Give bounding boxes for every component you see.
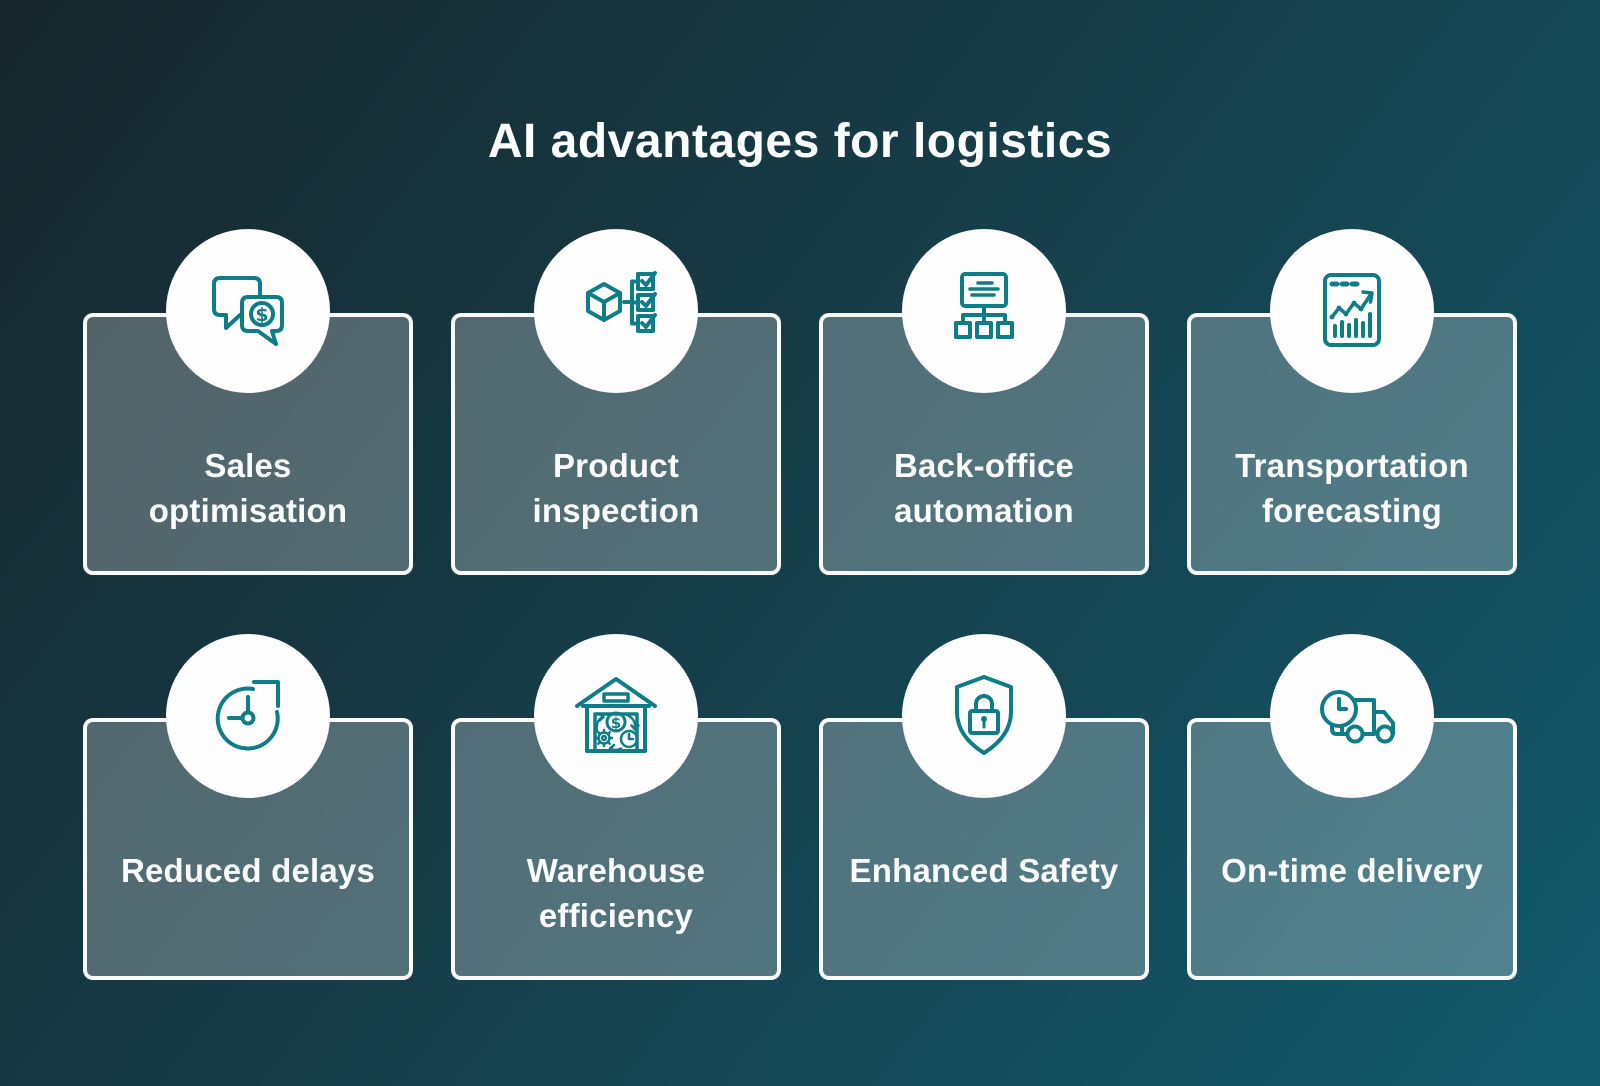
page-title: AI advantages for logistics: [487, 115, 1113, 169]
card-label: Transportation forecasting: [1191, 443, 1513, 533]
card-label-line: Reduced delays: [120, 852, 376, 889]
card-label: Warehouse efficiency: [455, 848, 777, 938]
icon-badge: $: [534, 634, 698, 798]
card-enhanced-safety: Enhanced Safety: [819, 634, 1149, 980]
icon-badge: [1270, 634, 1434, 798]
svg-text:$: $: [611, 714, 621, 732]
chart-browser-icon: [1323, 273, 1381, 347]
card-on-time-delivery: On-time delivery: [1187, 634, 1517, 980]
truck-clock-icon: [1320, 690, 1395, 744]
card-product-inspection: Product inspection: [451, 229, 781, 575]
card-sales-optimisation: $ Sales optimisation: [83, 229, 413, 575]
card-label-line: On-time delivery: [1221, 852, 1483, 889]
card-label: Reduced delays: [87, 848, 409, 893]
card-transportation-forecasting: Transportation forecasting: [1187, 229, 1517, 575]
card-label-line: efficiency: [538, 897, 694, 934]
shield-lock-icon: [955, 675, 1013, 755]
card-back-office-automation: Back-office automation: [819, 229, 1149, 575]
card-label-line: Transportation: [1235, 447, 1469, 484]
icon-badge: [166, 634, 330, 798]
card-label: On-time delivery: [1191, 848, 1513, 893]
card-label-line: optimisation: [148, 492, 348, 529]
icon-badge: [534, 229, 698, 393]
card-label-line: automation: [894, 492, 1074, 529]
card-label: Product inspection: [455, 443, 777, 533]
card-label-line: Warehouse: [526, 852, 706, 889]
card-label-line: Sales: [204, 447, 292, 484]
card-label: Sales optimisation: [87, 443, 409, 533]
icon-badge: [902, 634, 1066, 798]
card-label-line: forecasting: [1261, 492, 1443, 529]
icon-badge: $: [166, 229, 330, 393]
card-label-line: Product: [552, 447, 680, 484]
svg-text:$: $: [255, 304, 268, 326]
cards-grid: $ Sales optimisation: [83, 229, 1517, 980]
icon-badge: [902, 229, 1066, 393]
warehouse-cycle-icon: $: [575, 677, 657, 754]
card-label: Back-office automation: [823, 443, 1145, 533]
icon-badge: [1270, 229, 1434, 393]
card-warehouse-efficiency: $ Warehouse efficiency: [451, 634, 781, 980]
cube-checklist-icon: [586, 271, 657, 333]
card-label-line: Enhanced Safety: [849, 852, 1119, 889]
card-label-line: inspection: [532, 492, 700, 529]
card-label: Enhanced Safety: [823, 848, 1145, 893]
card-label-line: Back-office: [893, 447, 1075, 484]
chat-dollar-icon: $: [212, 276, 284, 346]
org-chart-icon: [954, 272, 1014, 339]
clock-refresh-icon: [215, 680, 280, 751]
card-reduced-delays: Reduced delays: [83, 634, 413, 980]
